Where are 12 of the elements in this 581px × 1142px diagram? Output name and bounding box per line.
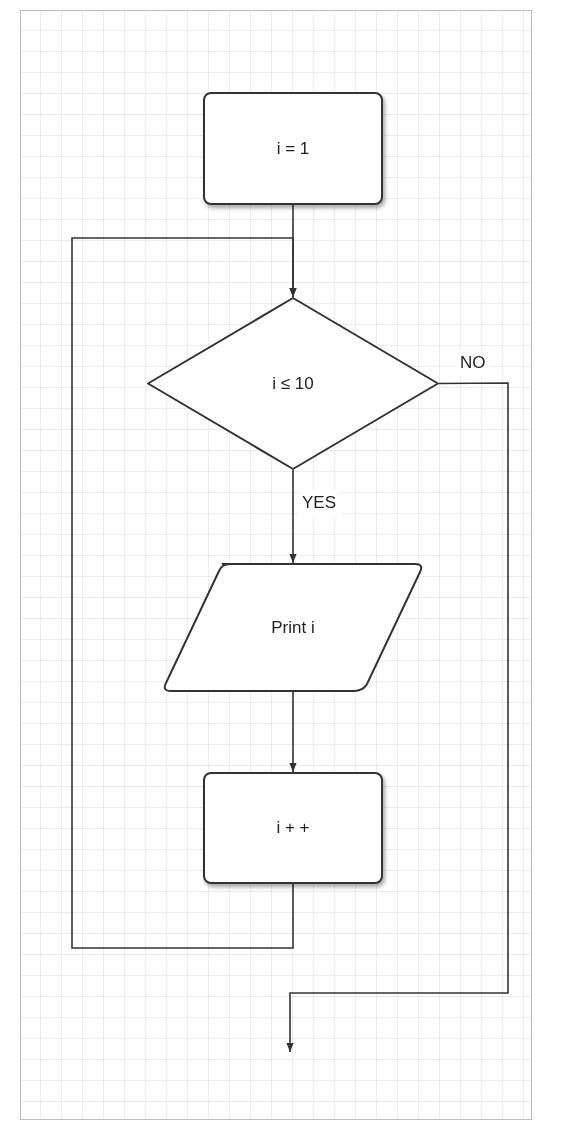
edge-label: NO — [456, 350, 490, 376]
arrow — [289, 691, 297, 773]
node-text: i ≤ 10 — [272, 372, 314, 395]
node-text: i + + — [276, 817, 310, 840]
process-box — [203, 92, 383, 205]
edge-label: YES — [298, 490, 341, 516]
arrow — [286, 382, 509, 1053]
process-box — [203, 772, 383, 884]
node-text: i = 1 — [276, 137, 310, 160]
arrow — [71, 237, 297, 949]
arrow — [289, 469, 297, 564]
node-text: Print i — [271, 616, 315, 639]
